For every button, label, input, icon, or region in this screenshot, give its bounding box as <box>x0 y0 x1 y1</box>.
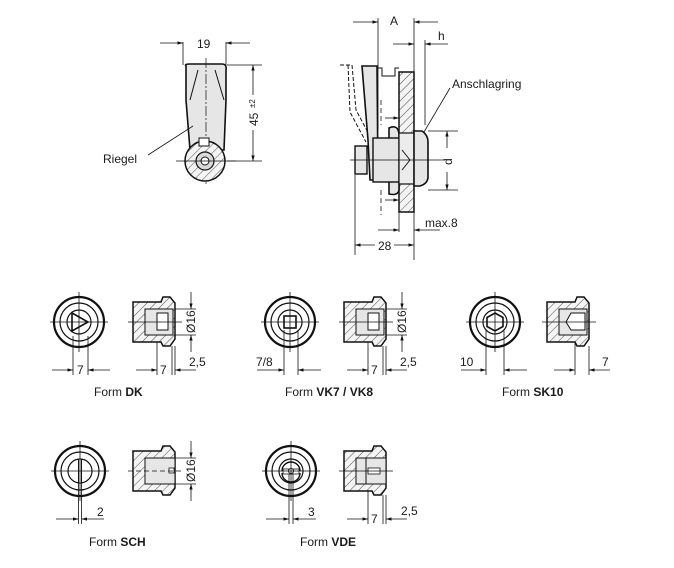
sch-key-dim: 2 <box>97 505 104 519</box>
width-dim-label: 19 <box>197 37 211 51</box>
form-vde: 3 7 2,5 Form VDE <box>262 441 418 549</box>
form-sch: 2 Ø16 Form SCH <box>51 441 198 549</box>
dk-len-dim: 7 <box>160 363 167 377</box>
form-vk: 7/8 Ø16 7 2,5 Form VK7 / VK8 <box>256 292 417 399</box>
stop-ring-label: Anschlagring <box>452 77 521 91</box>
vde-len-dim: 7 <box>371 512 378 526</box>
sch-caption: Form SCH <box>89 535 146 549</box>
vk-len-dim: 7 <box>371 363 378 377</box>
dim-a-label: A <box>390 14 398 28</box>
dim-h-label: h <box>438 29 445 43</box>
vk-caption: Form VK7 / VK8 <box>285 385 373 399</box>
height-dim-label: 45 <box>247 112 261 126</box>
vk-dia-dim: Ø16 <box>395 310 409 333</box>
vk-flange-dim: 2,5 <box>400 355 417 369</box>
vde-key-dim: 3 <box>308 505 315 519</box>
dk-key-dim: 7 <box>77 363 84 377</box>
sk10-key-dim: 10 <box>460 355 474 369</box>
dim-28-label: 28 <box>378 239 392 253</box>
vk-key-dim: 7/8 <box>256 355 273 369</box>
dk-flange-dim: 2,5 <box>189 355 206 369</box>
latch-label: Riegel <box>103 152 137 166</box>
lever-view: 19 45 ±2 Riegel <box>103 37 262 185</box>
vde-flange-dim: 2,5 <box>401 504 418 518</box>
form-sk10: 10 7 Form SK10 <box>460 292 610 399</box>
side-view: A h d <box>340 14 521 260</box>
sch-dia-dim: Ø16 <box>184 459 198 482</box>
dk-dia-dim: Ø16 <box>184 310 198 333</box>
sk10-caption: Form SK10 <box>502 385 564 399</box>
dk-caption: Form DK <box>94 385 143 399</box>
dim-max-label: max.8 <box>425 216 458 230</box>
dim-d-label: d <box>441 158 455 165</box>
height-tolerance: ±2 <box>248 99 257 108</box>
sk10-len-dim: 7 <box>602 355 609 369</box>
form-dk: 7 Ø16 7 2,5 Form DK <box>50 292 206 399</box>
vde-caption: Form VDE <box>300 535 356 549</box>
